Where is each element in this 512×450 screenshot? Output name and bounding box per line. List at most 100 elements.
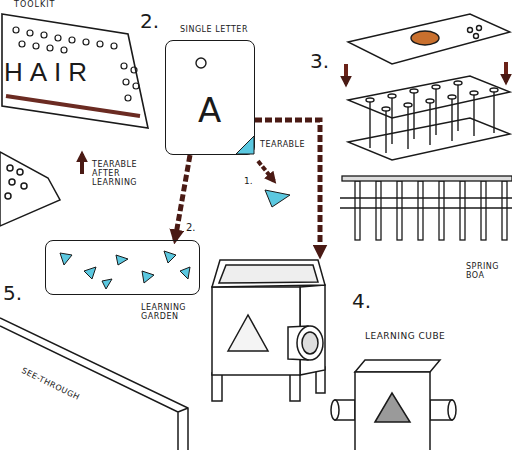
braille-dot xyxy=(97,41,103,47)
callout-number: 5. xyxy=(3,282,22,305)
spring-board-part xyxy=(369,100,370,148)
see-through-slab-part xyxy=(0,318,188,450)
cube-front xyxy=(212,287,300,375)
braille-dot xyxy=(47,45,53,51)
braille-dot xyxy=(41,32,47,38)
part-name: SPRING BOA xyxy=(466,262,508,280)
cube-leg xyxy=(290,373,300,401)
braille-dot xyxy=(123,79,129,85)
card-heading: SINGLE LETTER xyxy=(180,25,248,34)
spring-board-part xyxy=(348,14,510,64)
toolkit-card: TOOLKIT HAIR xyxy=(0,0,150,150)
part-name: LEARNING CUBE xyxy=(365,331,445,341)
torn-triangle xyxy=(265,190,290,207)
tearable-triangle xyxy=(180,267,190,279)
part-name: LEARNING GARDEN xyxy=(141,303,211,321)
braille-dot xyxy=(111,43,117,49)
spring-board-part xyxy=(366,98,374,102)
pointer-arrow-part xyxy=(80,154,84,174)
card-word: HAIR xyxy=(4,58,94,88)
learning-cube-front-part xyxy=(448,400,456,420)
spring-board-part xyxy=(382,107,390,111)
spring-board-side-part xyxy=(397,181,402,240)
braille-dot xyxy=(131,67,137,73)
spring-board-part xyxy=(348,118,510,160)
tearable-triangle xyxy=(142,271,154,283)
braille-dot xyxy=(19,41,25,47)
braille-dot xyxy=(33,43,39,49)
node-shape xyxy=(200,255,330,405)
spring-board-part xyxy=(493,90,494,133)
spring-board-part xyxy=(477,26,482,31)
braille-dot xyxy=(55,35,61,41)
card-hole xyxy=(196,58,206,68)
note: TEARABLE AFTER LEARNING xyxy=(92,160,164,188)
spring-board-part xyxy=(435,87,436,135)
spring-board-side-part xyxy=(340,207,512,208)
spring-board-part xyxy=(410,89,418,93)
card-letter: A xyxy=(198,91,221,130)
learning-garden: LEARNING GARDEN xyxy=(45,240,200,295)
braille-dot xyxy=(13,27,19,33)
spring-board-part xyxy=(429,101,430,145)
spring-board-part xyxy=(413,91,414,139)
second-card-part xyxy=(5,193,11,199)
pointer-arrow xyxy=(82,62,506,181)
see-through-slab xyxy=(0,318,188,450)
tearable-triangle xyxy=(236,136,254,154)
callout-number: 2. xyxy=(184,222,198,233)
card-outline xyxy=(2,14,148,128)
tearable-triangle xyxy=(116,255,128,265)
spring-board-part xyxy=(404,103,412,107)
card-heading: TOOLKIT xyxy=(14,0,55,9)
torn-triangle-part xyxy=(265,190,290,207)
braille-dot xyxy=(133,83,139,89)
spring-board-part xyxy=(457,83,458,131)
learning-cube-front-part xyxy=(331,400,339,420)
braille-dot xyxy=(27,30,33,36)
braille-dot xyxy=(61,47,67,53)
node-shape xyxy=(46,241,199,294)
flow-arrow xyxy=(255,120,320,255)
spring-board xyxy=(348,14,510,160)
callout-number: 3. xyxy=(310,50,329,73)
triangle-cutout xyxy=(228,315,268,351)
second-card-part xyxy=(0,152,60,226)
spring-board-side-part xyxy=(481,181,486,240)
spring-board-side-part xyxy=(340,197,512,198)
second-card-part xyxy=(21,183,27,189)
spring-board-part xyxy=(448,95,456,99)
spring-board-side-part xyxy=(418,181,423,240)
second-card-part xyxy=(9,179,15,185)
pointer-arrow-part xyxy=(344,64,348,84)
note: TEARABLE xyxy=(260,140,305,149)
spring-board-part xyxy=(348,76,510,118)
spring-board-side-part xyxy=(355,181,360,240)
spring-board-side-part xyxy=(342,176,512,181)
callout-number: 2. xyxy=(140,10,159,33)
single-letter-card: SINGLE LETTERA xyxy=(165,40,255,155)
tearable-triangle xyxy=(164,251,176,263)
spring-board-part xyxy=(470,91,478,95)
braille-dot xyxy=(125,95,131,101)
spring-board-side-part xyxy=(439,181,444,240)
pointer-arrow-part xyxy=(504,62,508,82)
cube-leg xyxy=(212,373,222,401)
pointer-arrow-part xyxy=(258,161,274,181)
spring-board-part xyxy=(451,97,452,141)
spring-board-part xyxy=(407,105,408,149)
spring-board-side-part xyxy=(460,181,465,240)
note: SEE-THROUGH xyxy=(20,366,81,402)
second-card-part xyxy=(17,169,23,175)
callout-number: 4. xyxy=(352,290,371,313)
tearable-triangle xyxy=(102,279,112,289)
callout-number: 1. xyxy=(244,176,253,186)
learning-cube: LEARNING CUBE xyxy=(200,255,330,405)
cube-tube-end xyxy=(302,332,318,354)
spring-board-side-part xyxy=(502,181,507,240)
tear-strip xyxy=(6,96,140,116)
second-card xyxy=(0,152,60,226)
learning-cube-front xyxy=(331,360,456,450)
spring-board-part xyxy=(391,96,392,144)
